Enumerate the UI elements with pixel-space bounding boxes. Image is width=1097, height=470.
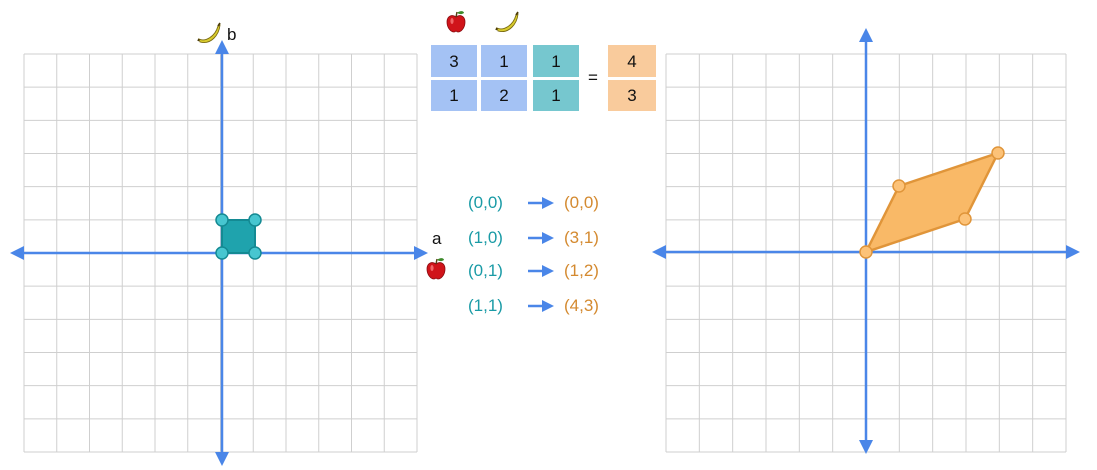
apple-icon <box>446 10 466 33</box>
matrix-cell <box>429 78 479 113</box>
matrix-value: 1 <box>449 86 458 105</box>
arrow-right-icon <box>526 298 556 314</box>
left-x-axis-label: a <box>432 229 442 248</box>
input-vector: 1 1 <box>531 43 581 113</box>
mapping-row: (0,0) (0,0) <box>468 193 599 212</box>
right-plot <box>652 28 1080 454</box>
matrix-cell <box>429 43 479 79</box>
mapping-from: (0,1) <box>468 261 503 280</box>
matrix-equation: 3 1 1 2 1 1 = 4 3 <box>429 10 658 113</box>
square-vertex <box>248 213 262 227</box>
vector-cell <box>531 43 581 79</box>
mapping-from: (1,1) <box>468 296 503 315</box>
transformation-matrix: 3 1 1 2 <box>429 43 529 113</box>
left-x-axis-arrow-right <box>414 246 428 260</box>
left-y-axis-arrow-down <box>215 452 229 466</box>
result-value: 3 <box>627 86 636 105</box>
vector-value: 1 <box>551 86 560 105</box>
mapping-to: (0,0) <box>564 193 599 212</box>
parallelogram-vertex <box>859 245 873 259</box>
vector-cell <box>531 78 581 113</box>
mapping-from: (0,0) <box>468 193 503 212</box>
left-y-axis-label: b <box>227 25 236 44</box>
matrix-value: 1 <box>499 52 508 71</box>
left-x-axis-arrow-left <box>10 246 24 260</box>
square-vertex <box>248 246 262 260</box>
matrix-cell <box>479 78 529 113</box>
banana-icon <box>197 22 221 44</box>
apple-icon <box>426 257 446 280</box>
right-y-axis <box>859 28 873 454</box>
arrow-right-icon <box>526 230 556 246</box>
result-vector: 4 3 <box>606 43 658 113</box>
left-y-axis-arrow-up <box>215 40 229 54</box>
right-x-axis-arrow-right <box>1066 245 1080 259</box>
matrix-value: 3 <box>449 52 458 71</box>
square-vertex <box>215 246 229 260</box>
result-cell <box>606 78 658 113</box>
banana-icon <box>495 11 519 33</box>
point-mappings: (0,0) (0,0) (1,0) (3,1) (0,1) (1,2) (1,1… <box>468 193 599 315</box>
right-x-axis-arrow-left <box>652 245 666 259</box>
parallelogram-vertex <box>991 146 1005 160</box>
mapping-row: (1,0) (3,1) <box>468 228 599 247</box>
mapping-row: (1,1) (4,3) <box>468 296 599 315</box>
right-y-axis-arrow-down <box>859 440 873 454</box>
unit-square-points <box>215 213 262 260</box>
left-plot: a b <box>10 22 446 466</box>
mapping-to: (4,3) <box>564 296 599 315</box>
result-cell <box>606 43 658 79</box>
result-value: 4 <box>627 52 636 71</box>
parallelogram-vertex <box>958 212 972 226</box>
mapping-to: (1,2) <box>564 261 599 280</box>
right-y-axis-arrow-up <box>859 28 873 42</box>
vector-value: 1 <box>551 52 560 71</box>
mapping-to: (3,1) <box>564 228 599 247</box>
arrow-right-icon <box>526 263 556 279</box>
mapping-from: (1,0) <box>468 228 503 247</box>
equals-sign: = <box>588 68 598 87</box>
mapping-row: (0,1) (1,2) <box>468 261 599 280</box>
square-vertex <box>215 213 229 227</box>
matrix-value: 2 <box>499 86 508 105</box>
arrow-right-icon <box>526 195 556 211</box>
unit-square <box>221 219 256 254</box>
parallelogram-vertex <box>892 179 906 193</box>
parallelogram-points <box>859 146 1005 259</box>
